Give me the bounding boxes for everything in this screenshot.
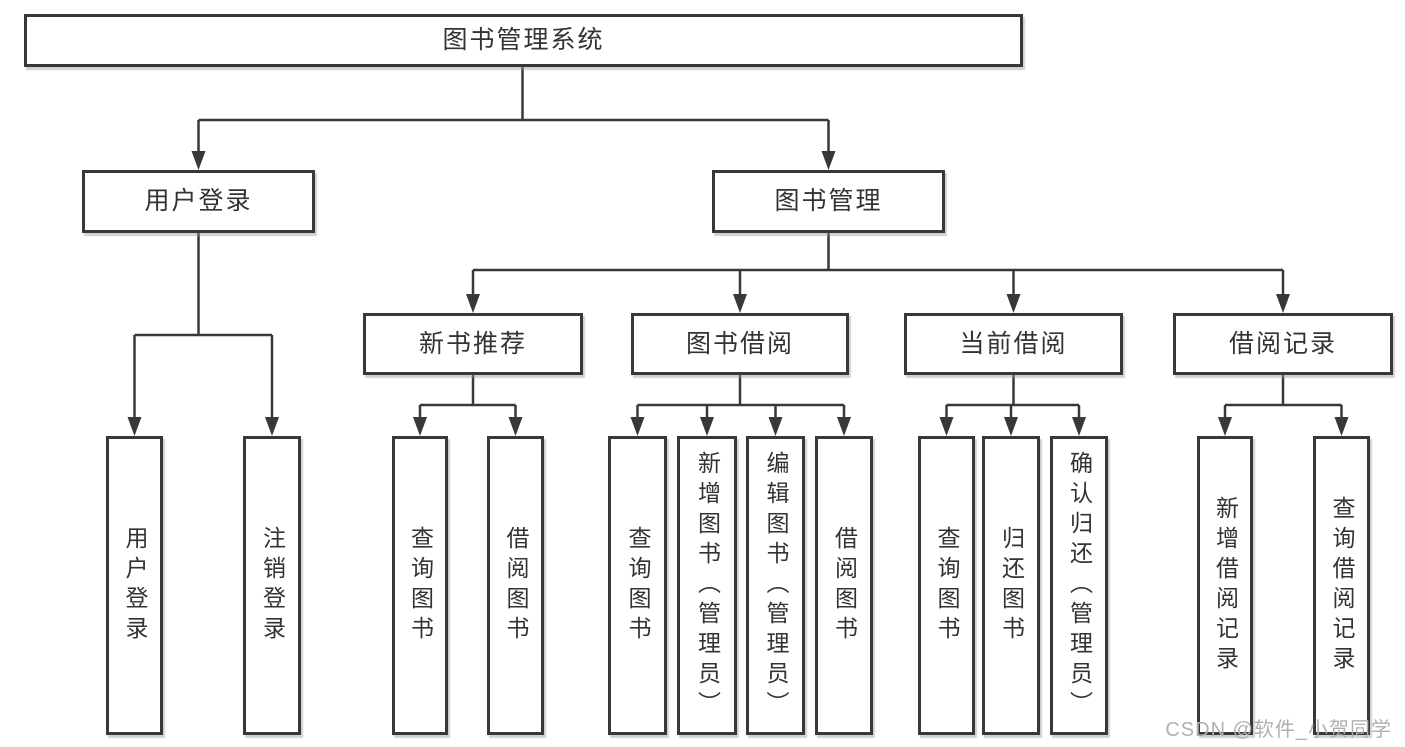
node-label: 用户登录: [122, 525, 148, 646]
node-label: 新增图书（管理员）: [694, 450, 721, 721]
leaf-query-books-current: 查询图书: [918, 436, 975, 735]
node-label: 注销登录: [259, 525, 286, 646]
node-label: 查询图书: [934, 525, 960, 646]
node-label: 当前借阅: [959, 329, 1068, 358]
node-label: 编辑图书（管理员）: [763, 450, 789, 721]
node-label: 确认归还（管理员）: [1066, 450, 1093, 721]
node-label: 新书推荐: [418, 329, 527, 358]
node-label: 图书管理: [774, 187, 883, 215]
node-book-borrow: 图书借阅: [631, 313, 849, 375]
tree-edges: [133, 67, 1343, 419]
node-library-management-system: 图书管理系统: [24, 14, 1023, 67]
leaf-return-books: 归还图书: [982, 436, 1040, 735]
leaf-user-login: 用户登录: [106, 436, 163, 735]
leaf-add-borrow-record: 新增借阅记录: [1197, 436, 1253, 735]
node-borrow-records: 借阅记录: [1173, 313, 1393, 375]
node-current-borrow: 当前借阅: [904, 313, 1123, 375]
node-new-book-recommend: 新书推荐: [363, 313, 583, 375]
leaf-confirm-return-admin: 确认归还（管理员）: [1050, 436, 1108, 735]
node-label: 借阅图书: [503, 525, 529, 646]
node-label: 借阅图书: [831, 525, 858, 646]
leaf-query-borrow-record: 查询借阅记录: [1313, 436, 1370, 735]
leaf-query-books: 查询图书: [608, 436, 667, 735]
leaf-add-books-admin: 新增图书（管理员）: [677, 436, 737, 735]
leaf-borrow-books-recommend: 借阅图书: [487, 436, 544, 735]
node-user-login: 用户登录: [82, 170, 315, 233]
node-label: 查询借阅记录: [1329, 495, 1355, 676]
node-label: 借阅记录: [1228, 329, 1337, 358]
csdn-watermark: CSDN @软件_小贺同学: [1165, 719, 1392, 741]
node-label: 新增借阅记录: [1212, 495, 1239, 676]
node-label: 图书管理系统: [442, 26, 605, 54]
leaf-borrow-books: 借阅图书: [815, 436, 873, 735]
node-label: 图书借阅: [685, 329, 794, 358]
leaf-logout: 注销登录: [243, 436, 301, 735]
leaf-edit-books-admin: 编辑图书（管理员）: [746, 436, 805, 735]
node-label: 用户登录: [144, 187, 253, 215]
node-label: 查询图书: [625, 525, 651, 646]
node-label: 查询图书: [407, 525, 434, 646]
leaf-query-books-recommend: 查询图书: [392, 436, 448, 735]
arrowheads: [127, 151, 1349, 436]
node-book-management: 图书管理: [712, 170, 945, 233]
node-label: 归还图书: [998, 525, 1025, 646]
